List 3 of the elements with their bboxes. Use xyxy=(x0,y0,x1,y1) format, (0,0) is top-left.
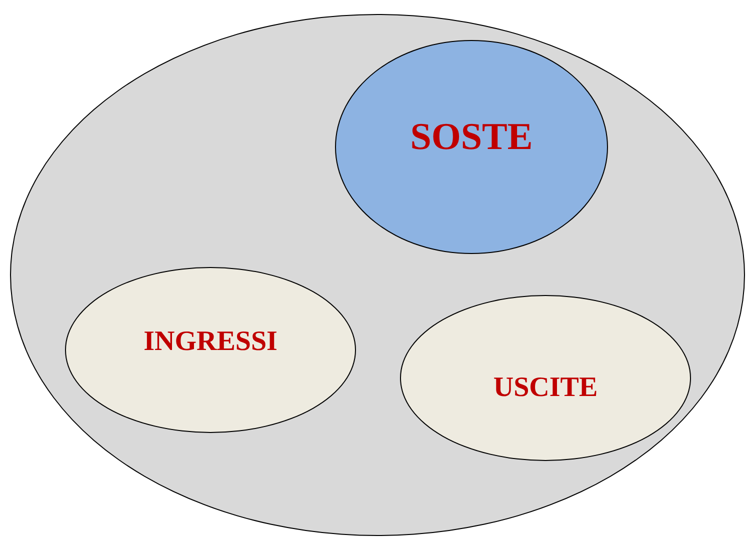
node-label: USCITE xyxy=(493,372,598,404)
node-label: SOSTE xyxy=(410,115,533,159)
node-label: INGRESSI xyxy=(144,326,278,358)
